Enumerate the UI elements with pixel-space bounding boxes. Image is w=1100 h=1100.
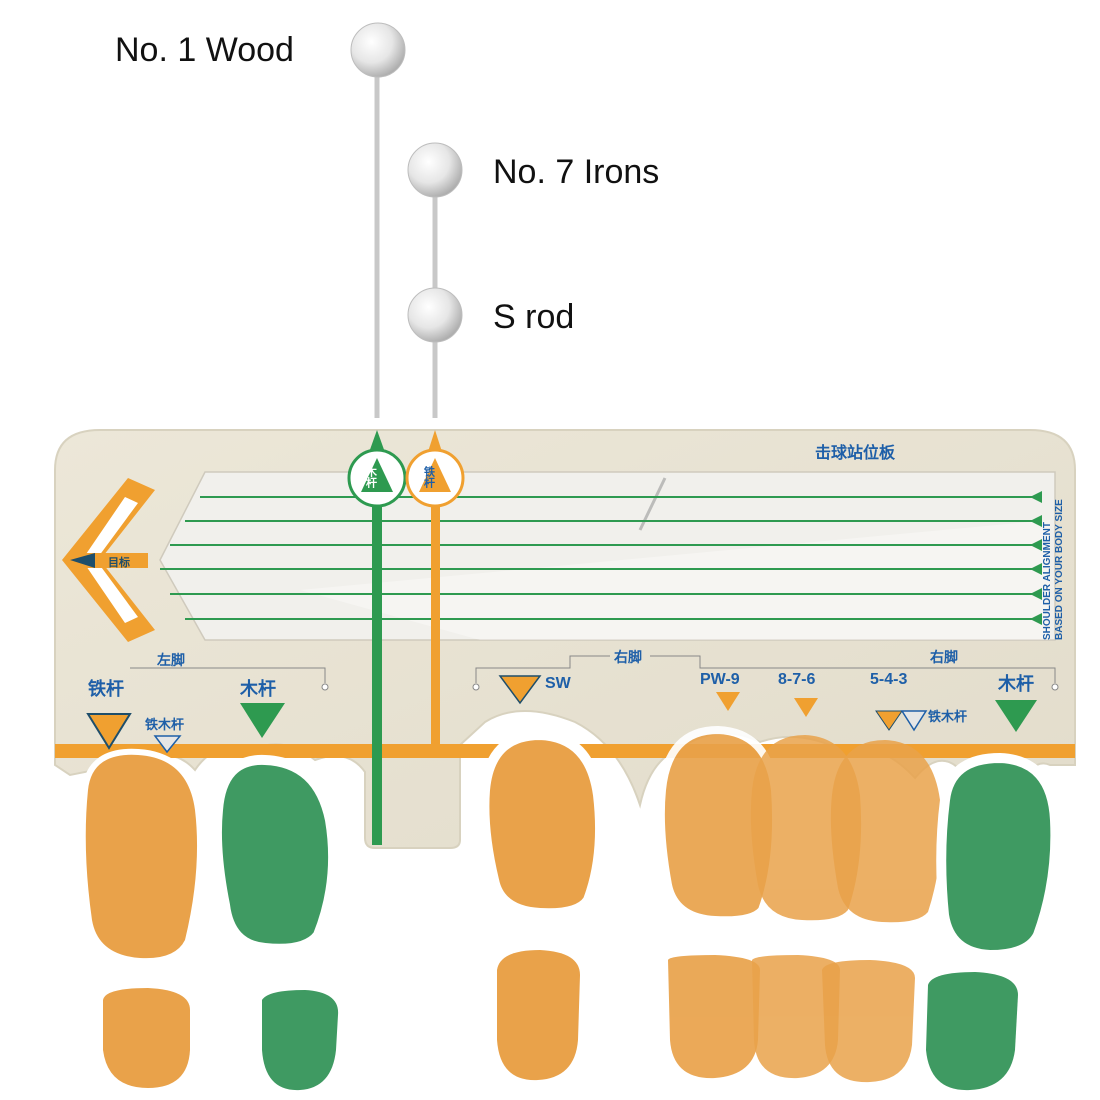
pw9-label: PW-9 [700, 671, 740, 688]
triangle-marker-icon [86, 713, 132, 750]
golf-ball-icon [407, 142, 463, 198]
triangle-marker-icon [498, 675, 542, 705]
shoulder-alignment-note: SHOULDER ALIGNMENT BASED ON YOUR BODY SI… [1042, 499, 1065, 640]
triangle-marker-icon [995, 700, 1037, 732]
triangle-marker-icon [240, 703, 285, 738]
s-rod-callout-label: S rod [493, 298, 575, 336]
golf-ball-icon [407, 287, 463, 343]
iron-left-label: 铁杆 [88, 678, 124, 700]
triangle-marker-icon [794, 698, 818, 717]
r543-label: 5-4-3 [870, 671, 907, 688]
footprint-icon [79, 748, 203, 1088]
footprint-icon [822, 740, 942, 1083]
iron-marker-label: 铁杆 [423, 465, 436, 489]
triangle-marker-icon [900, 710, 928, 732]
footprint-icon [656, 725, 781, 1079]
right-foot-label: 右脚 [613, 649, 642, 666]
iron-marker-circle [405, 448, 465, 508]
target-arrow-icon [62, 478, 155, 642]
alignment-line-arrows [1030, 491, 1042, 625]
irons-callout-label: No. 7 Irons [493, 153, 660, 191]
right-foot-label-2: 右脚 [929, 649, 958, 666]
right-foot-bracket [472, 655, 1059, 691]
triangle-marker-icon [716, 692, 740, 711]
svg-text:SHOULDER ALIGNMENT: SHOULDER ALIGNMENT [1042, 522, 1053, 640]
wood-callout-label: No. 1 Wood [115, 31, 294, 69]
golf-ball-icon [350, 22, 406, 78]
iron-wood-right-label: 铁木杆 [927, 709, 967, 725]
footprint-icon [211, 754, 339, 1091]
triangle-marker-icon [153, 735, 182, 754]
footprints [79, 725, 1061, 1091]
r876-label: 8-7-6 [778, 671, 815, 688]
footprint-icon [926, 752, 1061, 1091]
wood-marker-circle [347, 448, 407, 508]
wood-left-label: 木杆 [239, 678, 276, 700]
triangle-marker-icon [875, 710, 903, 731]
sw-label: SW [545, 675, 572, 692]
footprint-icon [750, 735, 862, 1079]
svg-text:BASED ON YOUR BODY SIZE: BASED ON YOUR BODY SIZE [1054, 499, 1065, 640]
target-label: 目标 [108, 555, 130, 569]
left-foot-bracket [130, 667, 329, 691]
shoulder-alignment-lines [160, 496, 1040, 620]
alignment-glass-plate [159, 471, 1056, 641]
glass-reflection [300, 520, 1050, 640]
wood-marker-label: 木杆 [365, 465, 379, 489]
board-title: 击球站位板 [815, 443, 896, 462]
iron-wood-left-label: 铁木杆 [144, 717, 184, 733]
left-foot-label: 左脚 [156, 652, 185, 669]
footprint-icon [479, 729, 606, 1081]
wood-right-label: 木杆 [997, 673, 1034, 695]
